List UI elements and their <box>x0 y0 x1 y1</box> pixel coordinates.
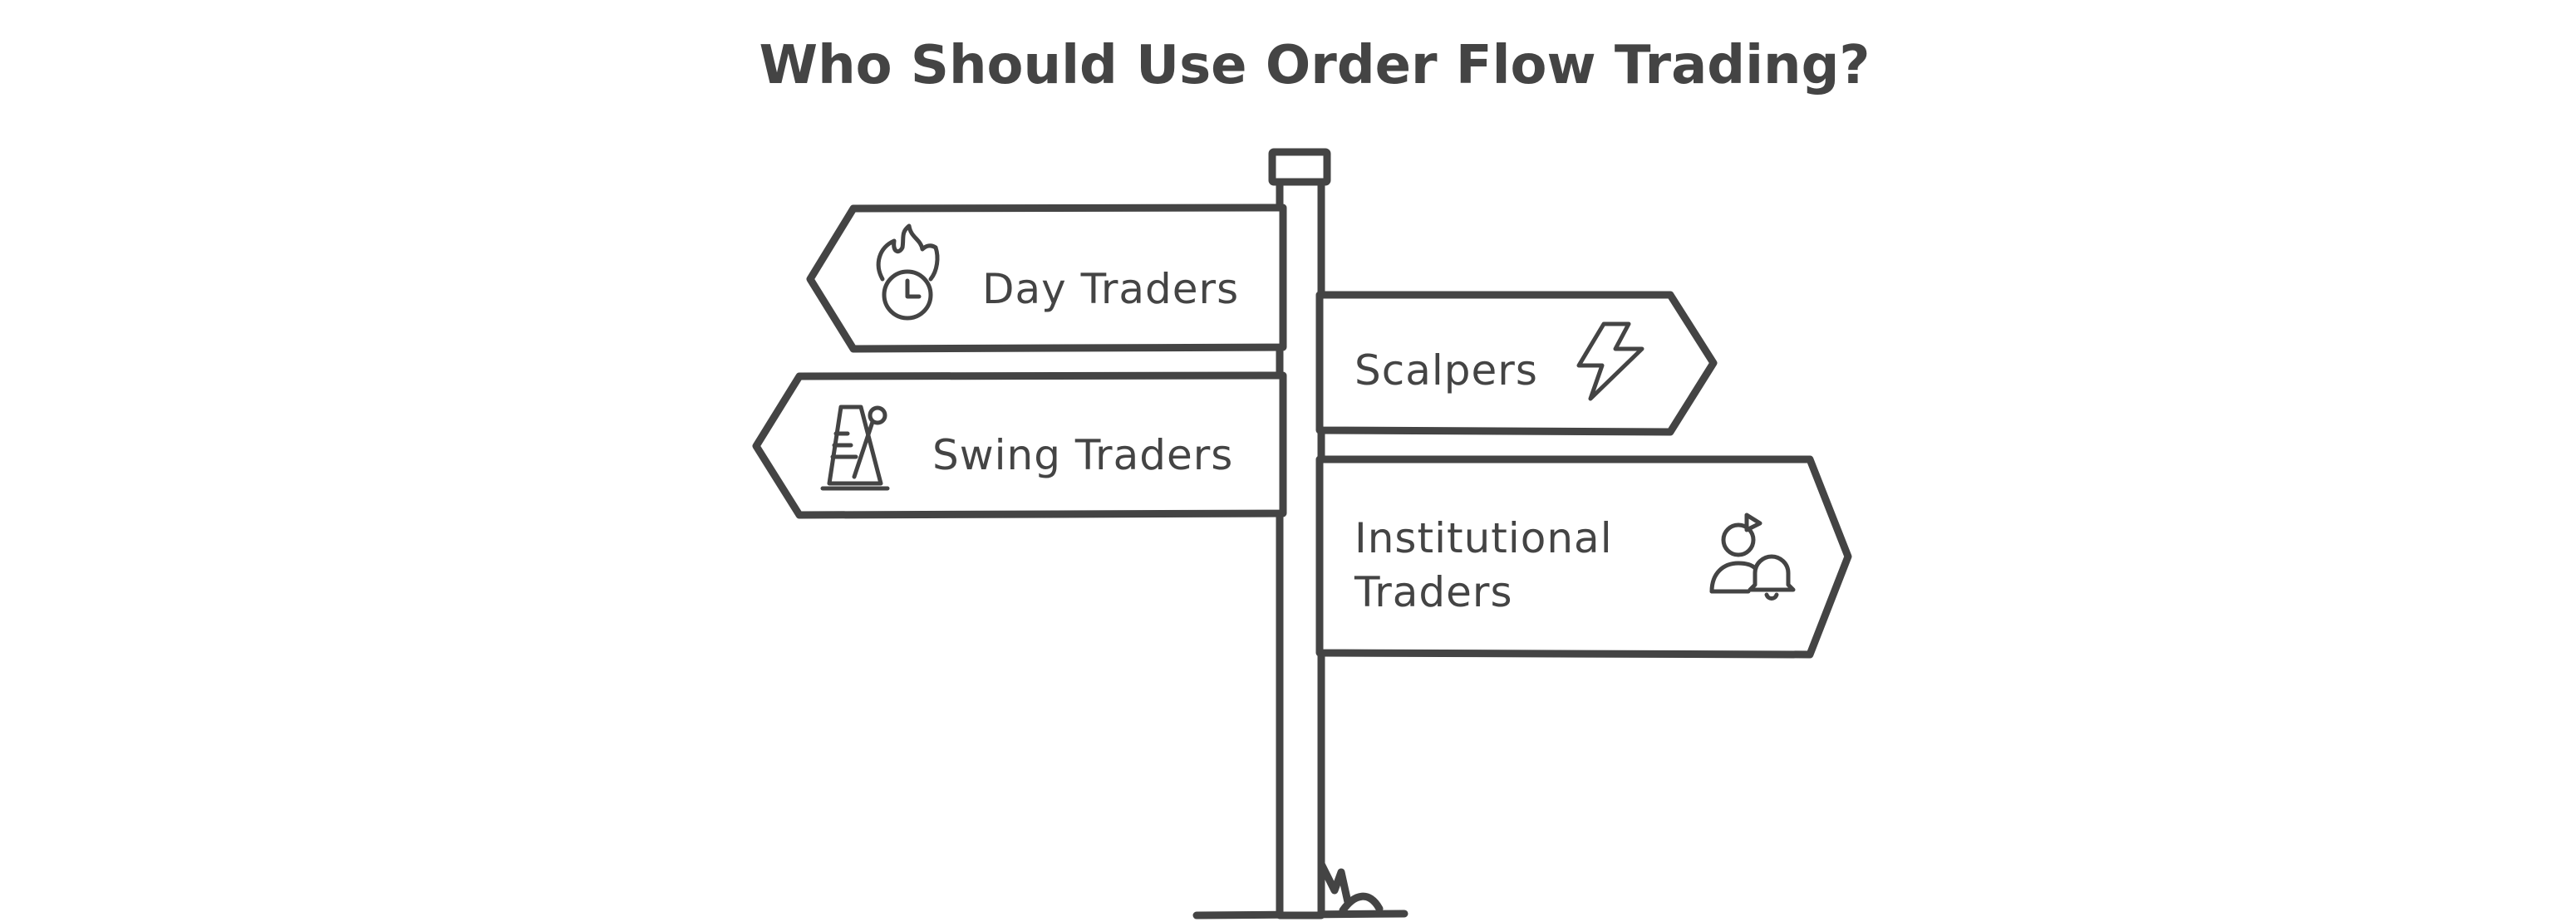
sign-label: Scalpers <box>1354 346 1538 395</box>
sign-label: Swing Traders <box>932 431 1233 479</box>
sign-label: Institutional <box>1354 514 1613 562</box>
sign-label-line: Institutional <box>1354 514 1613 562</box>
sign-label-line: Traders <box>1354 568 1513 616</box>
metronome-icon <box>820 405 890 491</box>
sign-board <box>1315 455 1852 659</box>
sign-board <box>806 204 1287 353</box>
sign-label: Day Traders <box>982 265 1239 313</box>
sign-day-traders: Day Traders <box>806 204 1287 353</box>
sign-label: Traders <box>1354 568 1513 616</box>
sign-institutional-traders: Institutional Traders <box>1315 455 1852 659</box>
lightning-bolt-icon <box>1576 321 1644 401</box>
clock-fire-icon <box>876 223 940 321</box>
diagram-title: Who Should Use Order Flow Trading? <box>759 35 1870 96</box>
sign-board <box>752 371 1287 519</box>
post-cap <box>1268 148 1331 186</box>
sign-board <box>1315 291 1718 436</box>
sign-scalpers: Scalpers <box>1315 291 1718 436</box>
person-chart-bell-icon <box>1709 512 1796 601</box>
sign-swing-traders: Swing Traders <box>752 371 1287 519</box>
